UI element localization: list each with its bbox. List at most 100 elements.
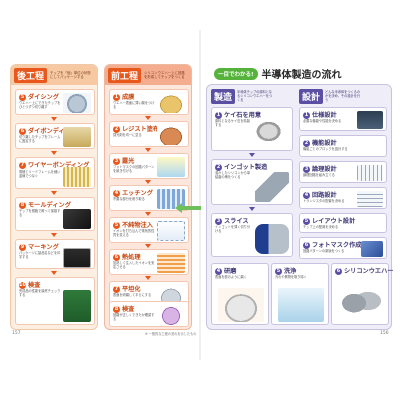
step-desc: パッケージに製品名などを印字する xyxy=(19,251,61,259)
step-label: 検査 xyxy=(122,306,135,313)
page-title: 半導体製造の流れ xyxy=(261,70,342,81)
step-desc: 表面を研磨して平らにする xyxy=(113,293,152,297)
flow-arrow-down xyxy=(145,212,151,216)
step-label: 論理設計 xyxy=(312,166,337,173)
polish-image xyxy=(218,288,264,322)
step-desc: 汚れや異物を取り除く xyxy=(275,275,307,279)
step-desc: 回路が正しくできたか確認する xyxy=(113,313,155,321)
step-label: 不純物注入 xyxy=(122,222,153,229)
step-number: 7 xyxy=(113,285,120,293)
manufacturing-header: 製造 半導体チップの原料となるシリコンウエハーをつくる xyxy=(211,87,273,105)
flow-arrow-down xyxy=(51,151,57,155)
step-label: エッチング xyxy=(122,190,153,197)
step-desc: 必要な機能や性能を決める xyxy=(303,119,342,123)
front-end-header: 前工程 シリコンウエハー上に回路を形成してチップをつくる xyxy=(105,65,191,85)
step-desc: フォトマスクの回路パターンを焼き付ける xyxy=(113,165,155,173)
heading-tag: 一目でわかる! xyxy=(214,67,258,80)
step-number: 5 xyxy=(303,217,310,225)
slice-image xyxy=(255,224,289,254)
page-number-right: 156 xyxy=(380,331,389,336)
flow-arrow-down xyxy=(51,233,57,237)
design-title: 設計 xyxy=(299,88,324,104)
step-number: 6 xyxy=(113,253,120,261)
flow-arrow-down xyxy=(51,117,57,121)
step-number: 4 xyxy=(303,191,310,199)
step-number: 8 xyxy=(19,201,26,209)
book-spine xyxy=(199,30,201,360)
back-end-header: 後工程 チップを「個」単位の状態にしてパッケージする xyxy=(11,65,97,85)
flow-arrow-down xyxy=(145,276,151,280)
step-number: 4 xyxy=(113,189,120,197)
resist-image xyxy=(157,125,185,145)
page-number-left: 157 xyxy=(12,331,21,336)
step-number: 3 xyxy=(113,157,120,165)
step-desc: インゴットを薄く切り分ける xyxy=(215,225,251,233)
step-label: 研磨 xyxy=(224,268,237,275)
die-bonding-image xyxy=(63,127,91,147)
logic-image xyxy=(357,165,383,181)
step-desc: 論理回路を組み立てる xyxy=(303,173,335,177)
step-desc: 加熱して注入したイオンを安定させる xyxy=(113,261,155,269)
back-end-title: 後工程 xyxy=(14,67,48,83)
exposure-image xyxy=(157,157,185,177)
step-number: 9 xyxy=(19,243,26,251)
flow-arrow-down xyxy=(145,180,151,184)
flow-arrow-down xyxy=(145,116,151,120)
footnote: ※ 一般的な工程の流れを示したもの xyxy=(145,332,197,336)
step-label: ケイ石を用意 xyxy=(224,112,262,119)
molding-image xyxy=(63,209,91,229)
planarize-image xyxy=(157,285,185,305)
step-desc: 溶かしたシリコンから単結晶の塊をつくる xyxy=(215,171,251,179)
step-number: 3 xyxy=(303,165,310,173)
flow-arrow-down xyxy=(249,153,255,157)
manufacturing-subtitle: 半導体チップの原料となるシリコンウエハーをつくる xyxy=(237,90,273,102)
wire-bonding-image xyxy=(63,167,91,187)
step-label: 仕様設計 xyxy=(312,112,337,119)
photomask-image xyxy=(361,241,383,257)
step-number: 2 xyxy=(303,139,310,147)
step-label: 平坦化 xyxy=(122,286,141,293)
step-number: 6 xyxy=(19,127,26,135)
step-number: 4 xyxy=(215,267,222,275)
step-number: 5 xyxy=(113,221,120,229)
step-label: レジスト塗布 xyxy=(122,126,160,133)
step-number: 5 xyxy=(275,267,282,275)
clean-image xyxy=(278,288,324,322)
deposition-image xyxy=(157,93,185,113)
step-label: 機能設計 xyxy=(312,140,337,147)
design-subtitle: どんな半導体をつくるのかを決め、その設計を行う xyxy=(325,90,361,102)
step-desc: 原料となるケイ石を精製する xyxy=(215,119,250,127)
flow-arrow-down xyxy=(145,244,151,248)
step-desc: 機能ごとのブロックを設計する xyxy=(303,147,348,151)
step-desc: 完成品の性能を最終チェックする xyxy=(19,289,61,297)
step-label: 洗浄 xyxy=(284,268,297,275)
back-end-subtitle: チップを「個」単位の状態にしてパッケージする xyxy=(50,71,91,79)
manufacturing-title: 製造 xyxy=(211,88,236,104)
front-end-title: 前工程 xyxy=(108,67,142,83)
step-label: ダイシング xyxy=(28,94,59,101)
step-label: 熱処理 xyxy=(122,254,141,261)
step-desc: ウエハー上にできたチップをひとつずつ切り離す xyxy=(19,101,61,109)
inspection-image xyxy=(63,290,91,322)
flow-arrow-left xyxy=(175,203,201,213)
step-number: 2 xyxy=(215,163,222,171)
step-desc: ウエハー表面に薄い膜をつける xyxy=(113,101,155,109)
